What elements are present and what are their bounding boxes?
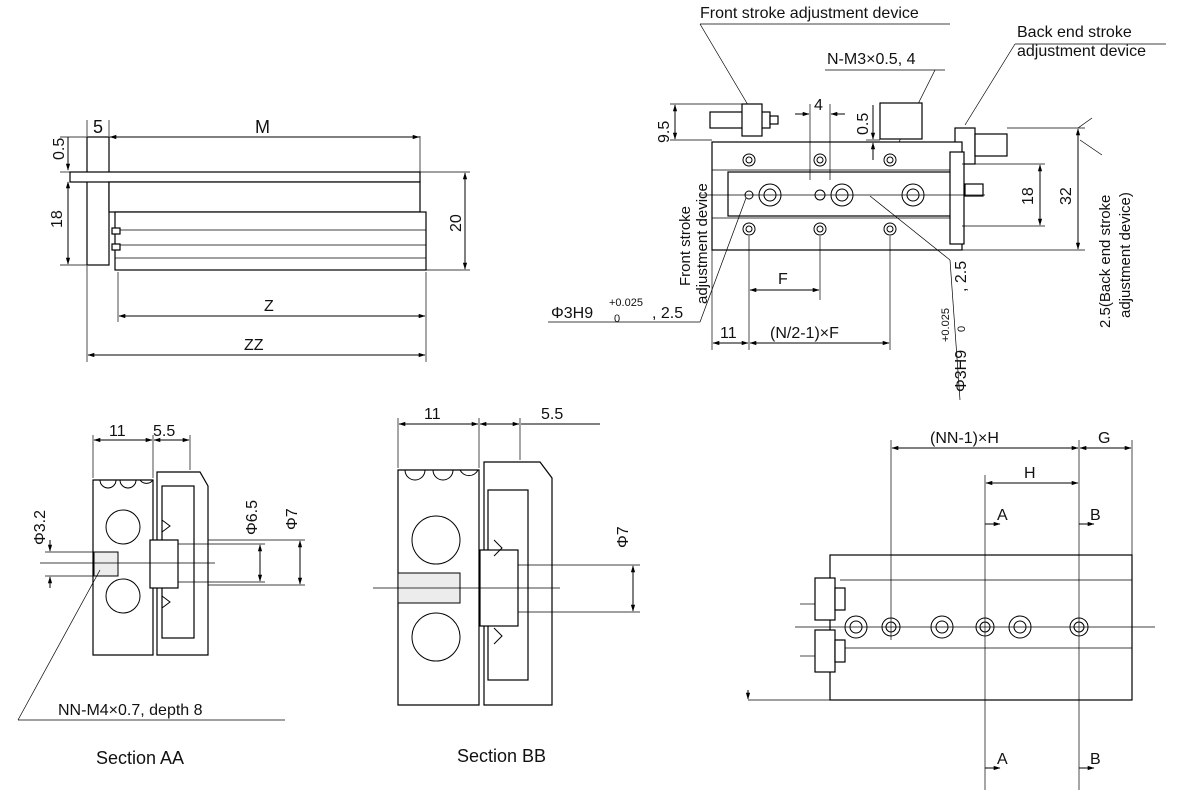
dim-4-label: 4 (814, 97, 823, 114)
dim-11-tr-label: 11 (720, 325, 737, 342)
top-view: Front stroke adjustment device Back end … (548, 5, 1166, 401)
dim-nnh-label: (NN-1)×H (930, 430, 999, 447)
dim-n2f-label: (N/2-1)×F (770, 325, 839, 342)
dim-g-label: G (1098, 430, 1110, 447)
bottom-view: (NN-1)×H G H A B A B (745, 430, 1155, 790)
dim-f-label: F (778, 271, 788, 288)
front-vert-label-2: adjustment device (694, 183, 711, 304)
side-view: 5 M 0.5 18 20 Z ZZ (49, 117, 470, 362)
bb-dim-5-5-label: 5.5 (541, 406, 563, 423)
phi3-2-label: Φ3.2 (32, 510, 49, 545)
dim-h-label: H (1024, 465, 1036, 482)
nn-m4-label: NN-M4×0.7, depth 8 (58, 702, 203, 719)
aa-dim-11-label: 11 (109, 423, 126, 440)
aa-phi7-label: Φ7 (284, 508, 301, 530)
front-device-label: Front stroke adjustment device (700, 5, 919, 22)
dim-z-label: Z (264, 298, 274, 315)
back-device-label-2: adjustment device (1017, 43, 1146, 60)
dim-5-label: 5 (93, 117, 103, 137)
section-aa: 11 5.5 Φ3.2 Φ6.5 Φ7 NN-M4×0.7, depth 8 S… (17, 423, 305, 768)
section-a-bottom: A (997, 751, 1008, 768)
n-m3-label: N-M3×0.5, 4 (827, 51, 916, 68)
section-aa-caption: Section AA (96, 748, 184, 768)
section-b-bottom: B (1090, 751, 1101, 768)
section-a-top: A (997, 507, 1008, 524)
dim-9-5-label: 9.5 (656, 121, 673, 143)
phi3h9-tail: , 2.5 (652, 305, 683, 322)
phi3h9-sup: +0.025 (609, 297, 643, 309)
dim-zz-label: ZZ (244, 337, 264, 354)
front-vert-label-1: Front stroke (677, 206, 694, 286)
phi3h9-label: Φ3H9 (551, 305, 593, 322)
back-vert-label-1: 2.5(Back end stroke (1097, 195, 1114, 328)
dim-m-label: M (255, 117, 270, 137)
dim-0-5-label: 0.5 (51, 138, 68, 160)
vert-phi3h9-sub: 0 (956, 326, 968, 332)
phi3h9-sub: 0 (614, 313, 620, 325)
bb-phi7-label: Φ7 (615, 526, 632, 548)
section-bb-caption: Section BB (457, 746, 546, 766)
back-vert-label-2: adjustment device) (1117, 192, 1134, 318)
dim-18-label: 18 (49, 210, 66, 228)
section-bb: 11 5.5 Φ7 Section BB (373, 406, 640, 766)
bb-dim-11-label: 11 (424, 406, 441, 423)
section-b-top: B (1090, 507, 1101, 524)
dim-0-5-tr-label: 0.5 (855, 113, 872, 135)
dim-32-label: 32 (1058, 187, 1075, 205)
phi6-5-label: Φ6.5 (244, 500, 261, 535)
aa-dim-5-5-label: 5.5 (153, 423, 175, 440)
vert-phi3h9-sup: +0.025 (940, 308, 952, 342)
vert-phi3h9-label: Φ3H9 (953, 350, 970, 392)
vert-phi3h9-tail: , 2.5 (953, 261, 970, 292)
back-device-label-1: Back end stroke (1017, 24, 1132, 41)
dim-18-tr-label: 18 (1020, 187, 1037, 205)
dim-20-label: 20 (448, 214, 465, 232)
